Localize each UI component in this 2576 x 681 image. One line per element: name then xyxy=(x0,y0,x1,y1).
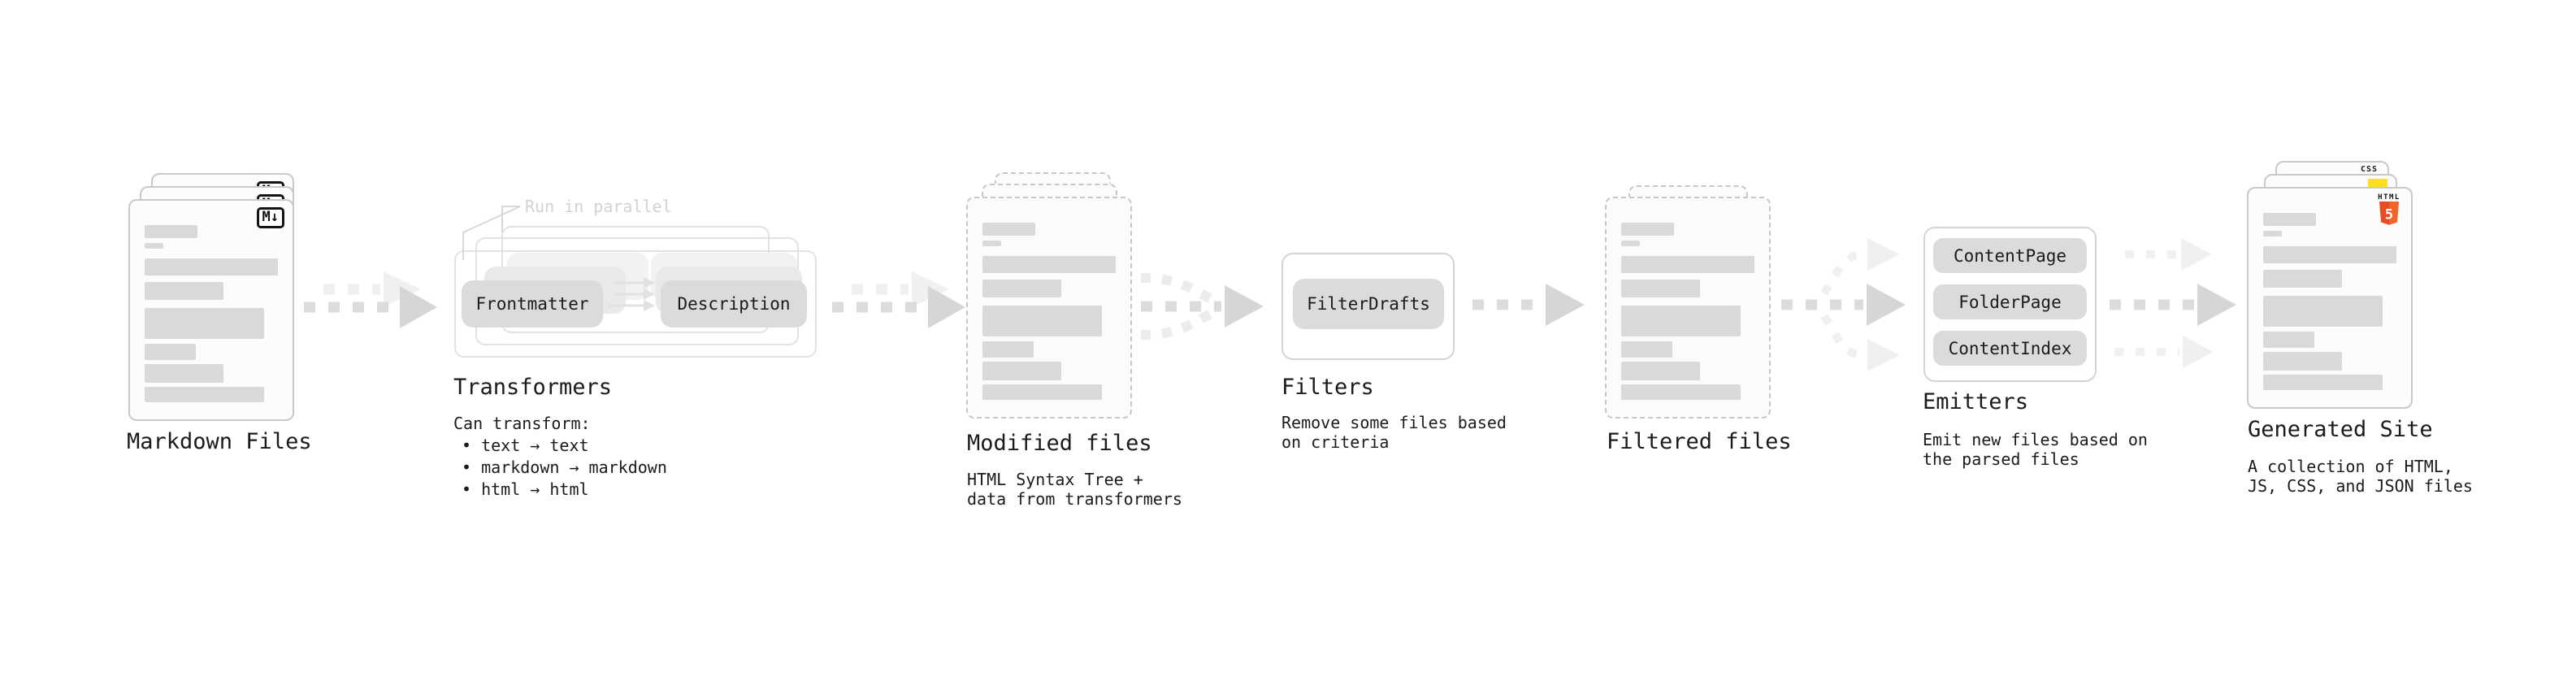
bullet-item: • text → text xyxy=(462,436,589,455)
text-placeholder-bar xyxy=(1621,341,1672,358)
javascript-icon xyxy=(2368,179,2387,189)
document-content-placeholder xyxy=(2263,189,2396,407)
run-in-parallel-note: Run in parallel xyxy=(525,197,672,216)
text-placeholder-bar xyxy=(982,223,1035,236)
transformer-box-front xyxy=(454,250,817,358)
description-line: JS, CSS, and JSON files xyxy=(2248,476,2473,496)
generated-site-description: A collection of HTML, JS, CSS, and JSON … xyxy=(2248,457,2473,496)
stage-label-emitters: Emitters xyxy=(1923,389,2029,414)
emitter-pill-contentpage: ContentPage xyxy=(1933,238,2087,273)
arrow-filters-to-filtered xyxy=(1472,284,1585,326)
filters-description: Remove some files based on criteria xyxy=(1281,413,1507,452)
text-placeholder-bar xyxy=(2263,213,2316,226)
text-placeholder-bar xyxy=(1621,384,1741,400)
emitter-pill-contentindex: ContentIndex xyxy=(1933,331,2087,366)
text-placeholder-bar xyxy=(982,256,1116,273)
text-placeholder-bar xyxy=(982,384,1102,400)
text-placeholder-bar xyxy=(2263,375,2383,390)
text-placeholder-bar xyxy=(982,280,1061,297)
stage-label-transformers: Transformers xyxy=(453,375,613,400)
markdown-file-sheet-front: M↓ xyxy=(128,199,294,421)
text-placeholder-bar xyxy=(982,362,1061,380)
bullet-item: • markdown → markdown xyxy=(462,458,667,477)
bullet-item: • html → html xyxy=(462,479,589,499)
text-placeholder-bar xyxy=(145,258,278,275)
text-placeholder-bar xyxy=(2263,352,2342,371)
description-line: data from transformers xyxy=(967,489,1182,509)
text-placeholder-bar xyxy=(2263,246,2396,263)
text-placeholder-bar xyxy=(2263,332,2314,348)
text-placeholder-bar xyxy=(145,387,264,402)
emitters-description: Emit new files based on the parsed files xyxy=(1923,430,2148,469)
description-line: Remove some files based xyxy=(1281,413,1507,432)
text-placeholder-bar xyxy=(1621,306,1741,336)
text-placeholder-bar xyxy=(145,308,264,339)
site-file-sheet-html: HTML 5 xyxy=(2247,187,2413,409)
stage-label-modified-files: Modified files xyxy=(967,431,1152,456)
stage-label-filters: Filters xyxy=(1281,375,1374,400)
text-placeholder-bar xyxy=(1621,362,1700,380)
text-placeholder-bar xyxy=(1621,256,1754,273)
text-placeholder-bar xyxy=(2263,296,2383,327)
html5-icon: HTML 5 xyxy=(2375,193,2403,229)
text-placeholder-bar xyxy=(982,241,1001,246)
text-placeholder-bar xyxy=(982,306,1102,336)
transformer-pill-description: Description xyxy=(661,280,807,327)
arrow-filtered-to-emitters xyxy=(1781,238,1906,371)
description-line: HTML Syntax Tree + xyxy=(967,470,1143,489)
text-placeholder-bar xyxy=(982,341,1034,358)
description-line: A collection of HTML, xyxy=(2248,457,2453,476)
transformers-bullet-list: • text → text • markdown → markdown • ht… xyxy=(462,435,667,501)
document-content-placeholder xyxy=(1621,198,1754,417)
modified-file-sheet-front xyxy=(966,197,1132,419)
filter-pill-filterdrafts: FilterDrafts xyxy=(1293,279,1444,329)
text-placeholder-bar xyxy=(2263,231,2282,236)
text-placeholder-bar xyxy=(2263,270,2342,288)
transformers-description-title: Can transform: xyxy=(453,414,591,433)
description-line: Emit new files based on xyxy=(1923,430,2148,449)
svg-text:5: 5 xyxy=(2385,207,2393,223)
description-line: the parsed files xyxy=(1923,449,2079,469)
arrow-emitters-to-site xyxy=(2110,238,2236,368)
stage-label-markdown-files: Markdown Files xyxy=(127,429,312,454)
text-placeholder-bar xyxy=(145,225,197,238)
html5-icon-word: HTML xyxy=(2378,193,2400,202)
markdown-icon: M↓ xyxy=(256,207,284,228)
text-placeholder-bar xyxy=(145,282,223,300)
filtered-file-sheet-front xyxy=(1605,197,1771,419)
document-content-placeholder xyxy=(145,201,278,419)
text-placeholder-bar xyxy=(145,364,223,383)
document-content-placeholder xyxy=(982,198,1116,417)
text-placeholder-bar xyxy=(1621,223,1674,236)
arrow-modified-to-filters xyxy=(1140,273,1264,340)
text-placeholder-bar xyxy=(145,344,196,360)
text-placeholder-bar xyxy=(145,243,163,249)
modified-files-description: HTML Syntax Tree + data from transformer… xyxy=(967,470,1182,509)
emitter-pill-folderpage: FolderPage xyxy=(1933,284,2087,319)
text-placeholder-bar xyxy=(1621,280,1700,297)
stage-label-filtered-files: Filtered files xyxy=(1607,429,1792,454)
stage-label-generated-site: Generated Site xyxy=(2248,417,2433,442)
transformer-pill-frontmatter: Frontmatter xyxy=(462,280,603,327)
text-placeholder-bar xyxy=(1621,241,1640,246)
description-line: on criteria xyxy=(1281,432,1390,452)
arrow-transformers-to-modified xyxy=(832,271,965,328)
html5-shield: 5 xyxy=(2379,202,2399,225)
arrow-markdown-to-transformers xyxy=(304,271,437,328)
